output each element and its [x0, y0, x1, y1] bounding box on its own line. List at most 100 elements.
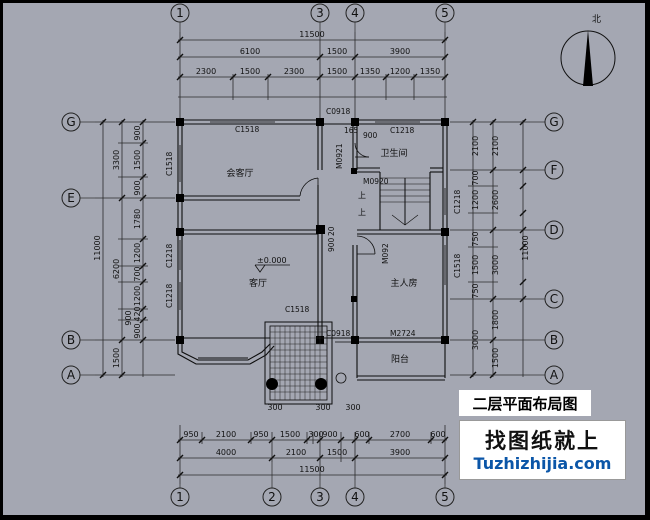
dim-top-3900: 3900 — [390, 47, 410, 56]
dim-top-a1: 2300 — [196, 67, 216, 76]
dim-left-r8: 900 — [124, 310, 133, 325]
dim-right-r6: 750 — [471, 283, 480, 298]
axis-left-b: B — [67, 333, 75, 347]
dim-bot-off-2: 300 — [315, 403, 330, 412]
axis-top-5: 5 — [441, 6, 449, 20]
svg-text:±0.000: ±0.000 — [257, 256, 287, 265]
axis-top-3: 3 — [316, 6, 324, 20]
dim-left-r9: 420 — [133, 306, 142, 321]
dim-left-1500: 1500 — [112, 348, 121, 368]
stair-up-label: 上 — [358, 191, 366, 200]
bay-window — [177, 340, 275, 365]
dim-bot-6: 900 — [322, 430, 337, 439]
axis-right-b: B — [550, 333, 558, 347]
dim-bot-3: 950 — [253, 430, 268, 439]
axis-right-a: A — [550, 368, 559, 382]
drawing-title: 二层平面布局图 — [459, 390, 591, 416]
room-reception: 会客厅 — [226, 167, 253, 179]
axis-left-g: G — [66, 115, 75, 129]
dim-right-r4: 750 — [471, 231, 480, 246]
dim-right-total: 11000 — [521, 235, 530, 260]
axis-right-d: D — [549, 223, 558, 237]
dim-left-r10: 900 — [133, 323, 142, 338]
label-dim-900-20: 900 — [327, 237, 336, 252]
dim-bot-8: 2700 — [390, 430, 410, 439]
dim-right-1800: 1800 — [491, 310, 500, 330]
entrance-porch — [264, 321, 347, 405]
dim-top-a2: 1500 — [240, 67, 260, 76]
dim-bot-1: 950 — [183, 430, 198, 439]
watermark-url: Tuzhizhijia.com — [473, 454, 612, 473]
label-c1218-top: C1218 — [390, 126, 415, 135]
dim-top-a5: 1350 — [360, 67, 380, 76]
dim-right-r2: 700 — [471, 170, 480, 185]
north-arrow-icon: 北 — [560, 14, 616, 86]
axis-bottom-1: 1 — [176, 490, 184, 504]
dim-top-total: 11500 — [299, 30, 324, 39]
dim-left-r4: 1780 — [133, 209, 142, 229]
axis-right-c: C — [550, 292, 558, 306]
stair-up-label-2: 上 — [358, 208, 366, 217]
axis-top-1: 1 — [176, 6, 184, 20]
label-c0918-top: C0918 — [326, 107, 351, 116]
dim-bot-off-3: 300 — [345, 403, 360, 412]
dim-bot-4000: 4000 — [216, 448, 236, 457]
room-master-bedroom: 主人房 — [390, 277, 417, 289]
watermark: 找图纸就上 Tuzhizhijia.com — [459, 420, 626, 480]
dim-right-r1: 2100 — [471, 136, 480, 156]
dim-bot-off-1: 300 — [267, 403, 282, 412]
svg-text:北: 北 — [592, 14, 601, 25]
dim-bot-total: 11500 — [299, 465, 324, 474]
label-dim-165: 165 — [344, 126, 359, 135]
axis-bottom-4: 4 — [351, 490, 359, 504]
dim-bot-3900: 3900 — [390, 448, 410, 457]
dim-right-2600: 2600 — [491, 190, 500, 210]
dim-right-r5: 1500 — [471, 255, 480, 275]
dim-bot-7: 600 — [354, 430, 369, 439]
room-balcony: 阳台 — [391, 353, 409, 365]
label-dim-20: 20 — [327, 226, 336, 236]
axis-left-e: E — [67, 191, 75, 205]
dim-left-r3: 900 — [133, 180, 142, 195]
label-m0920: M0920 — [363, 177, 389, 186]
label-c1218-left-2: C1218 — [165, 283, 174, 308]
axis-right-f: F — [551, 163, 558, 177]
label-m092: M092 — [381, 243, 390, 264]
dim-left-r2: 1500 — [133, 150, 142, 170]
axis-right-g: G — [549, 115, 558, 129]
dim-left-r6: 700 — [133, 266, 142, 281]
level-mark: ±0.000 — [254, 256, 290, 273]
dim-top-a3: 2300 — [284, 67, 304, 76]
dim-bot-5: 300 — [308, 430, 323, 439]
dim-left-total: 11000 — [93, 235, 102, 260]
dim-left-r5: 1200 — [133, 243, 142, 263]
stair — [380, 177, 430, 226]
label-c0918-bottom: C0918 — [326, 329, 351, 338]
dim-right-1500: 1500 — [491, 348, 500, 368]
dim-right-3000: 3000 — [491, 255, 500, 275]
label-c1518-top: C1518 — [235, 125, 260, 134]
dim-left-r1: 900 — [133, 125, 142, 140]
dim-bot-2: 2100 — [216, 430, 236, 439]
label-dim-900: 900 — [363, 131, 378, 140]
label-m2724: M2724 — [390, 329, 416, 338]
label-c1218-left-1: C1218 — [165, 243, 174, 268]
dim-right-r7: 3000 — [471, 330, 480, 350]
dim-left-3300: 3300 — [112, 150, 121, 170]
dim-bot-1500: 1500 — [327, 448, 347, 457]
label-c1218-right: C1218 — [453, 189, 462, 214]
label-c1518-left: C1518 — [165, 151, 174, 176]
watermark-name: 找图纸就上 — [485, 429, 600, 453]
dim-right-r3: 1200 — [471, 190, 480, 210]
dim-top-1500: 1500 — [327, 47, 347, 56]
label-m0921: M0921 — [335, 143, 344, 169]
dim-bot-4: 1500 — [280, 430, 300, 439]
axis-top-4: 4 — [351, 6, 359, 20]
axis-bottom-5: 5 — [441, 490, 449, 504]
room-bathroom: 卫生间 — [380, 147, 407, 159]
room-living: 客厅 — [249, 277, 267, 289]
dim-bot-9: 600 — [430, 430, 445, 439]
label-c1518-right: C1518 — [453, 253, 462, 278]
dim-top-a6: 1200 — [390, 67, 410, 76]
